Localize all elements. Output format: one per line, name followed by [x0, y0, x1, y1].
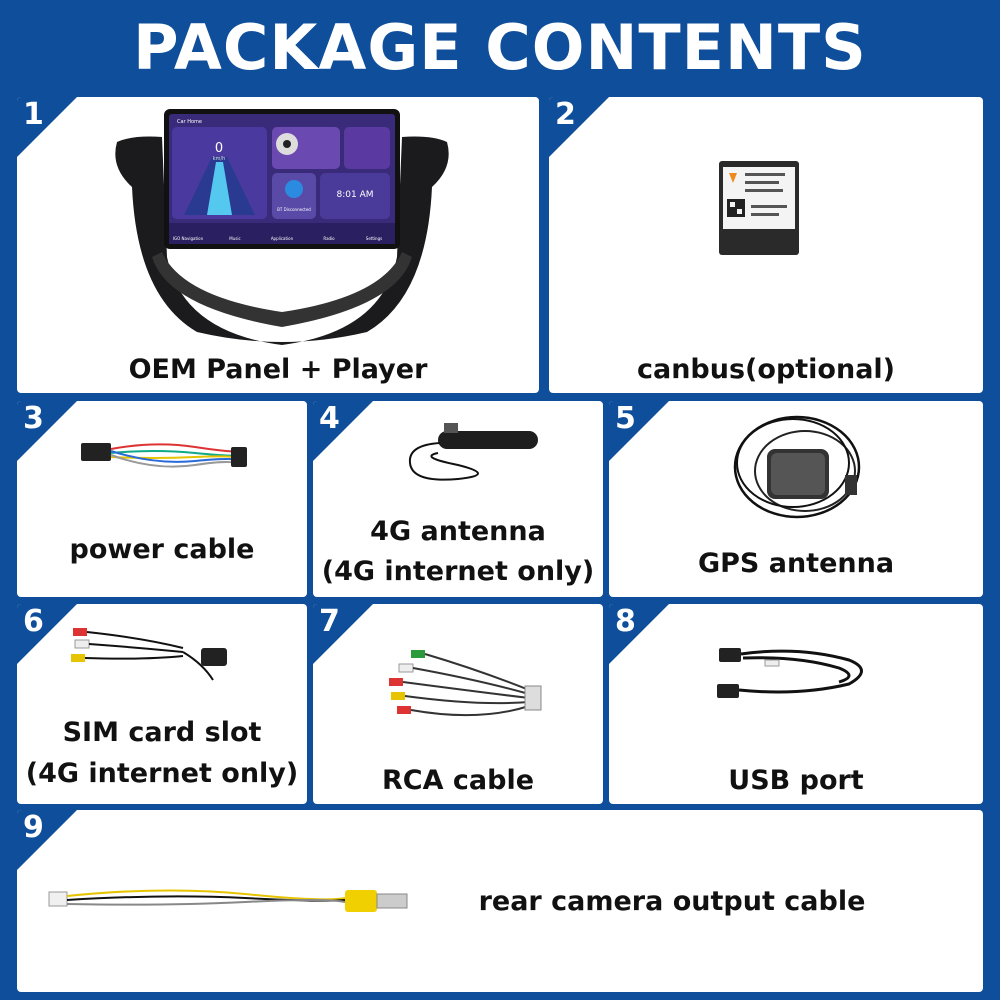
- screen-bt-status: BT Disconnected: [277, 207, 311, 212]
- item-number: 7: [319, 604, 340, 639]
- item-card-9: 9 rear camera output cable: [17, 810, 983, 992]
- item-card-2: 2 canbus(optional): [549, 97, 983, 393]
- item-number-badge: 9: [17, 810, 77, 870]
- item-number: 4: [319, 401, 340, 436]
- power-harness-image: [81, 443, 247, 468]
- item-number: 2: [555, 97, 576, 132]
- item-label: USB port: [728, 765, 864, 796]
- screen-speed-unit: km/h: [213, 156, 226, 162]
- item-number: 9: [23, 810, 44, 845]
- screen-home-text: Car Home: [177, 119, 202, 125]
- item-label-line1: 4G antenna: [370, 516, 546, 547]
- radio-player-image: Car Home 0 km/h 8:01 AM BT Disconnected …: [115, 109, 449, 345]
- item-number-badge: 2: [549, 97, 609, 157]
- item-number: 8: [615, 604, 636, 639]
- item-card-1: 1 Car Home 0 km/h 8:01 AM BT Disconnecte…: [17, 97, 539, 393]
- item-label: GPS antenna: [697, 548, 895, 579]
- screen-speed: 0: [215, 141, 223, 156]
- canbus-box-image: [719, 161, 799, 255]
- item-number: 1: [23, 97, 44, 132]
- item-number-badge: 5: [609, 401, 669, 461]
- screen-app-label: IGO Navigation: [173, 236, 204, 241]
- item-number: 5: [615, 401, 636, 436]
- item-card-5: 5 GPS antenna: [609, 401, 983, 597]
- usb-cable-image: [717, 648, 863, 698]
- item-label: OEM Panel + Player: [128, 354, 428, 385]
- screen-app-label: Music: [229, 236, 240, 241]
- screen-clock: 8:01 AM: [337, 190, 374, 200]
- item-number-badge: 7: [313, 604, 373, 664]
- page-title: PACKAGE CONTENTS: [133, 11, 867, 84]
- item-card-3: 3 power cable: [17, 401, 307, 597]
- item-label: power cable: [69, 534, 255, 565]
- item-number-badge: 6: [17, 604, 77, 664]
- 4g-antenna-image: [408, 423, 538, 481]
- item-label-line1: SIM card slot: [62, 717, 262, 748]
- screen-app-label: Application: [271, 236, 294, 241]
- screen-app-label: Settings: [366, 236, 382, 241]
- item-label: canbus(optional): [636, 354, 896, 385]
- item-label: RCA cable: [381, 765, 535, 796]
- item-card-4: 4 4G antenna (4G internet only): [313, 401, 603, 597]
- item-card-6: 6 SIM card slot (4G internet only): [17, 604, 307, 804]
- item-label: rear camera output cable: [478, 886, 866, 917]
- item-number-badge: 4: [313, 401, 373, 461]
- item-card-8: 8 USB port: [609, 604, 983, 804]
- item-number-badge: 1: [17, 97, 77, 157]
- item-number-badge: 8: [609, 604, 669, 664]
- camera-cable-image: [48, 889, 408, 912]
- item-number: 3: [23, 401, 44, 436]
- rca-cable-image: [389, 650, 542, 717]
- gps-antenna-image: [733, 415, 861, 519]
- item-label-line2: (4G internet only): [25, 758, 299, 789]
- screen-app-label: Radio: [323, 236, 335, 241]
- item-card-7: 7 RCA cable: [313, 604, 603, 804]
- item-number-badge: 3: [17, 401, 77, 461]
- item-label-line2: (4G internet only): [321, 556, 595, 587]
- item-number: 6: [23, 604, 44, 639]
- sim-slot-cable-image: [71, 628, 227, 681]
